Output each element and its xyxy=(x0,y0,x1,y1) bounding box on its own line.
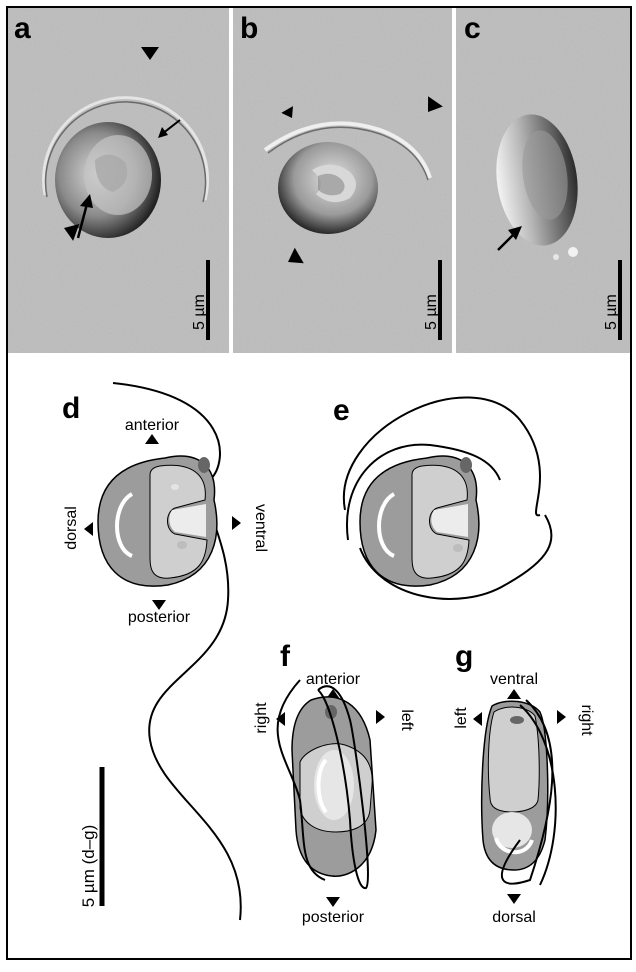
figure-frame xyxy=(6,6,632,960)
